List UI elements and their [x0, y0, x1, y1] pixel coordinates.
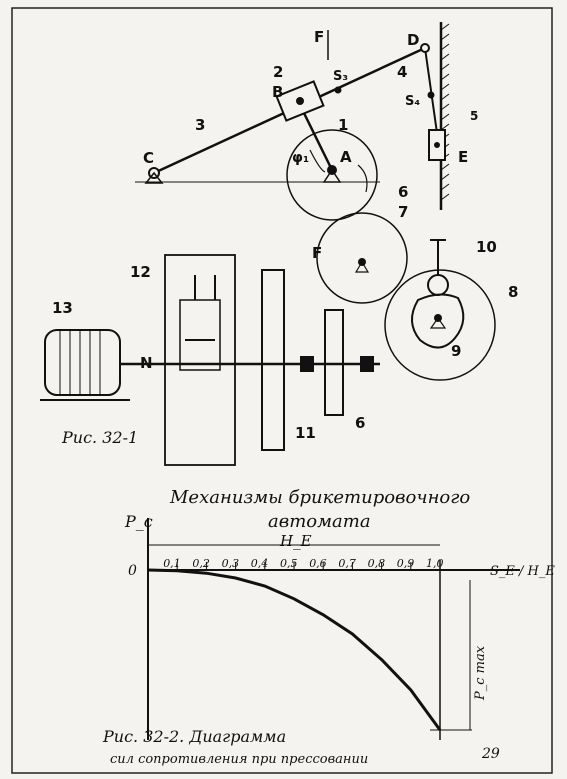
linkage [135, 22, 496, 381]
label-11: 11 [295, 424, 316, 442]
pivot-D [420, 43, 430, 53]
label-4: 4 [397, 63, 407, 81]
label-10: 10 [476, 238, 497, 256]
label-A: A [340, 148, 352, 166]
x-tick-label: 0,7 [338, 557, 356, 570]
label-12: 12 [130, 263, 151, 281]
label-7: 7 [398, 203, 408, 221]
label-E: E [458, 148, 468, 166]
x-tick-label: 0,8 [368, 557, 386, 570]
pmax-label: P_c max [473, 645, 488, 701]
label-C: C [143, 149, 154, 167]
x-tick-label: 0,5 [280, 557, 298, 570]
flywheel-6 [324, 309, 344, 416]
gear-1 [286, 129, 378, 221]
x-tick-label: 1,0 [426, 557, 444, 570]
roller-10 [427, 274, 449, 296]
title-line2: автомата [268, 511, 371, 532]
label-phi1: φ₁ [292, 150, 309, 166]
label-D: D [407, 31, 419, 49]
label-5: 5 [470, 109, 478, 123]
x-tick-label: 0,3 [222, 557, 240, 570]
span-label: H_E [279, 532, 312, 550]
label-8: 8 [508, 283, 518, 301]
x-tick-label: 0,2 [192, 557, 210, 570]
page-number: 29 [481, 746, 500, 762]
x-tick-label: 0,4 [251, 557, 268, 570]
resistance-curve [147, 568, 442, 731]
x-tick-label: 0,9 [397, 557, 415, 570]
zero-label: 0 [128, 563, 137, 579]
label-F: F [314, 28, 324, 46]
label-F-gear: F [312, 244, 322, 262]
label-3: 3 [195, 116, 205, 134]
label-B: B [272, 83, 283, 101]
label-13: 13 [52, 299, 73, 317]
gear-7 [316, 212, 408, 304]
label-1: 1 [338, 116, 348, 134]
label-N: N [140, 354, 153, 372]
title-line1: Механизмы брикетировочного [169, 487, 470, 508]
label-6-gear: 6 [398, 183, 408, 201]
label-2: 2 [273, 63, 283, 81]
caption-fig1: Рис. 32-1 [61, 428, 138, 447]
x-ticks: 0,1 0,2 0,3 0,4 0,5 0,6 0,7 0,8 0,9 1,0 [163, 557, 444, 570]
drive-train [40, 254, 380, 466]
label-S3: S₃ [333, 69, 348, 84]
caption-fig2-line1: Рис. 32-2. Диаграмма [102, 727, 286, 746]
x-axis-label: S_E / H_E [490, 564, 555, 579]
chart-axes [147, 518, 520, 740]
cam-9 [411, 293, 465, 349]
y-axis-label: P_c [124, 512, 153, 531]
page-frame [11, 7, 553, 774]
gear-8 [384, 269, 496, 381]
label-S4: S₄ [405, 94, 420, 109]
gearbox-12 [164, 254, 236, 466]
x-tick-label: 0,1 [163, 557, 181, 570]
x-tick-label: 0,6 [309, 557, 327, 570]
flywheel-11 [261, 269, 285, 451]
label-6-flywheel: 6 [355, 414, 365, 432]
motor-13 [44, 329, 121, 396]
crank-AB [298, 104, 334, 171]
caption-fig2-line2: сил сопротивления при прессовании [110, 752, 368, 767]
label-9: 9 [451, 342, 461, 360]
